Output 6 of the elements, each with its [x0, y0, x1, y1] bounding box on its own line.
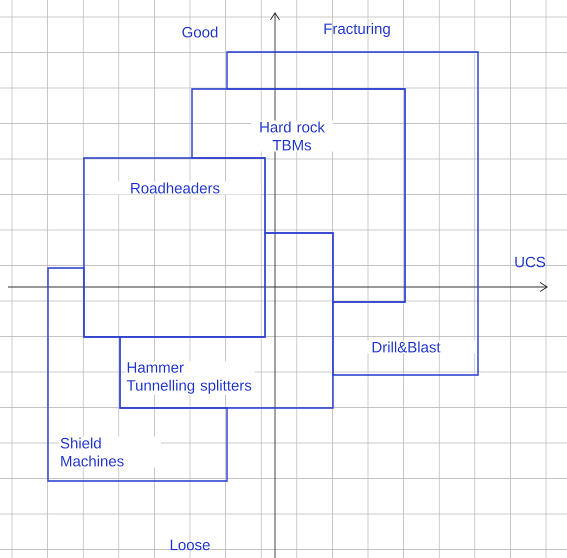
axis-label: Good — [182, 26, 218, 38]
axis-label: Loose — [170, 540, 210, 550]
region-box: Hammer Tunnelling splitters — [119, 232, 334, 409]
axis-label: Fracturing — [324, 23, 390, 37]
region-box: Roadheaders — [83, 157, 266, 338]
axis-label: UCS — [515, 256, 546, 268]
